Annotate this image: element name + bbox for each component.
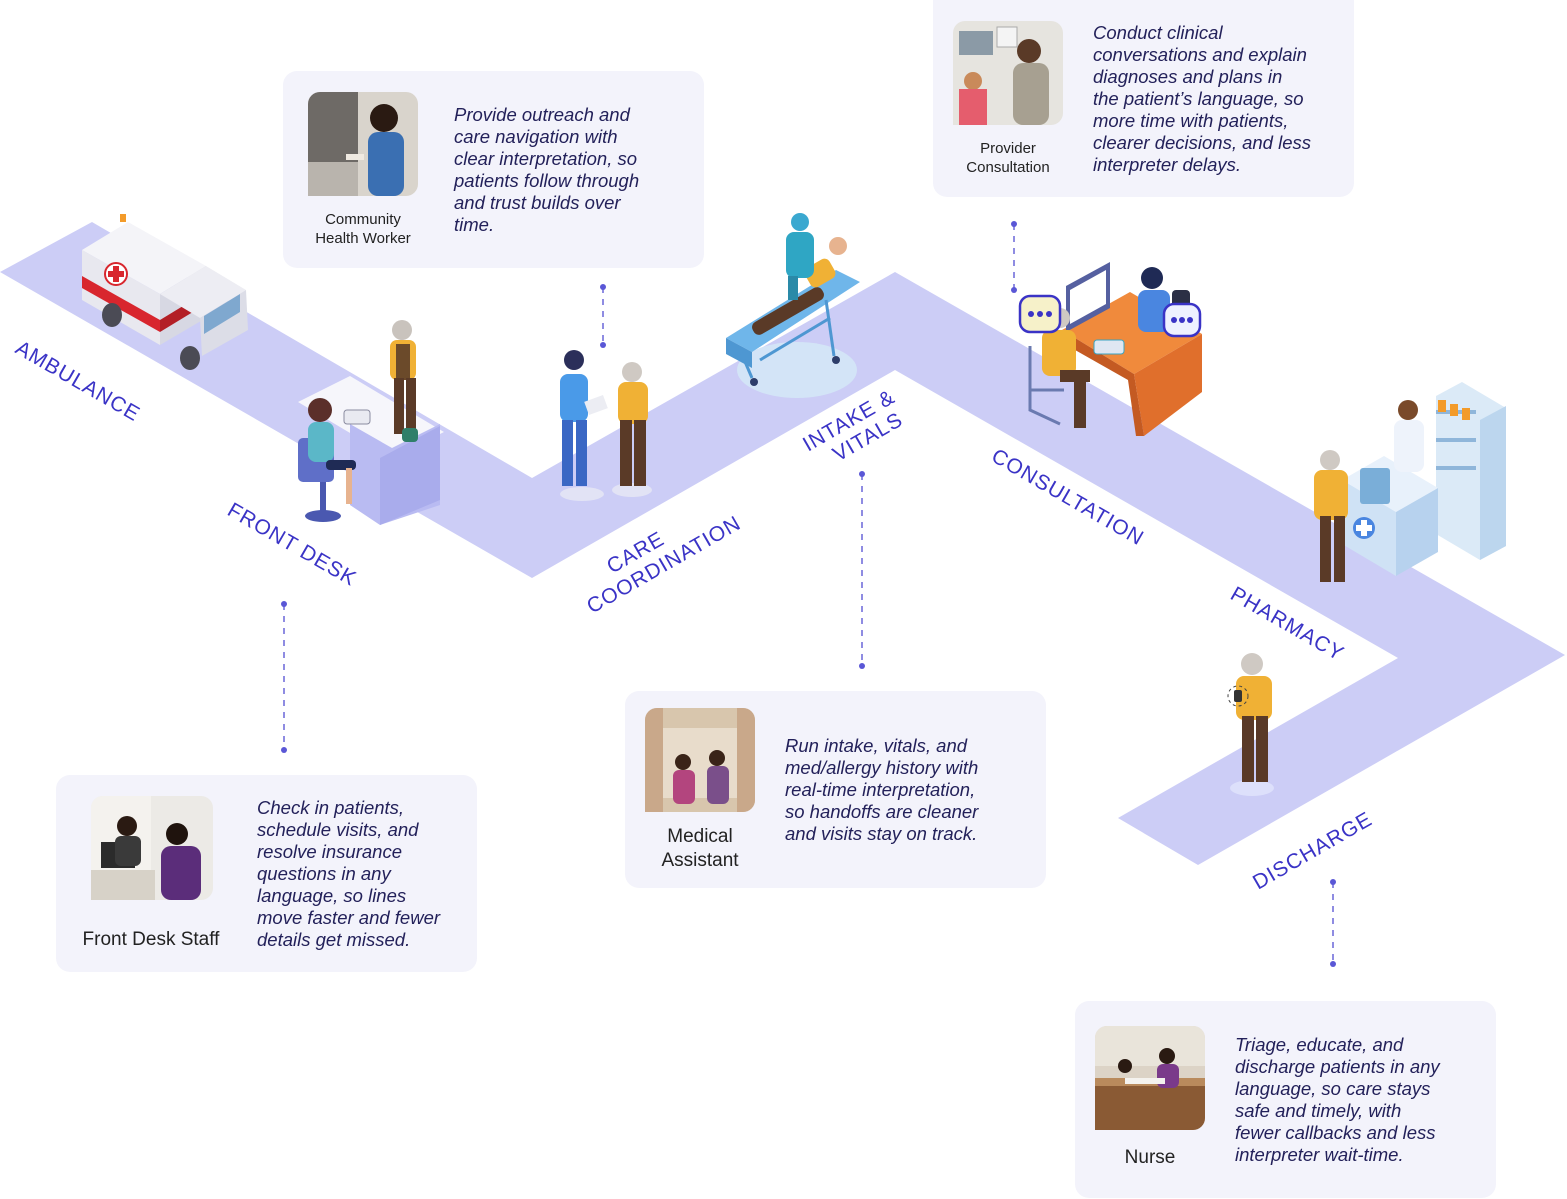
medical-assistant-role: Medical Assistant — [661, 826, 739, 871]
front-desk-staff-desc: Check in patients, schedule visits, and … — [257, 797, 441, 950]
card-front-desk-staff: Front Desk Staff Check in patients, sche… — [56, 775, 477, 972]
discharge-illustration — [1227, 653, 1274, 796]
card-community-health-worker: Community Health Worker Provide outreach… — [283, 71, 704, 268]
nurse-photo — [1095, 1026, 1205, 1130]
care-coordination-illustration — [560, 350, 652, 501]
stage-label-ambulance: AMBULANCE — [12, 336, 144, 426]
front-desk-staff-photo — [91, 796, 213, 900]
nurse-desc: Triage, educate, and discharge patients … — [1235, 1034, 1440, 1165]
provider-consultation-photo — [953, 21, 1063, 125]
nurse-role: Nurse — [1124, 1147, 1176, 1168]
front-desk-illustration — [298, 320, 444, 525]
card-provider-consultation: Provider Consultation Conduct clinical c… — [933, 0, 1354, 197]
card-nurse: Nurse Triage, educate, and discharge pat… — [1075, 1001, 1496, 1198]
pharmacy-illustration — [1314, 382, 1506, 582]
front-desk-staff-role: Front Desk Staff — [82, 929, 220, 950]
community-health-worker-desc: Provide outreach and care navigation wit… — [454, 104, 640, 235]
medical-assistant-photo — [645, 708, 755, 812]
community-health-worker-photo — [308, 92, 418, 196]
medical-assistant-desc: Run intake, vitals, and med/allergy hist… — [785, 735, 979, 844]
provider-consultation-role: Provider Consultation — [966, 140, 1050, 176]
consultation-illustration — [1018, 262, 1202, 436]
ambulance-illustration — [82, 214, 248, 370]
intake-illustration — [726, 213, 860, 398]
connectors — [281, 221, 1336, 967]
provider-consultation-desc: Conduct clinical conversations and expla… — [1093, 22, 1311, 175]
stage-label-front-desk: FRONT DESK — [224, 498, 361, 590]
community-health-worker-role: Community Health Worker — [315, 211, 411, 247]
card-medical-assistant: Medical Assistant Run intake, vitals, an… — [625, 691, 1046, 888]
